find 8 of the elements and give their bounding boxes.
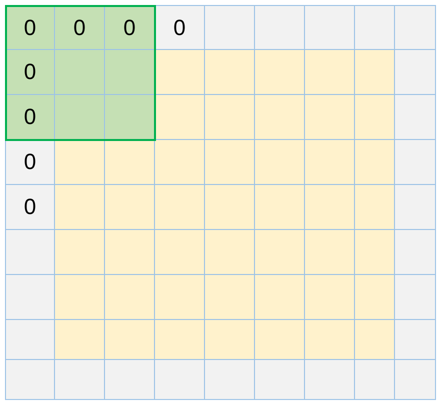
grid-cell: 0 [5,95,55,140]
grid-cell: 0 [5,140,55,185]
grid-cell: 0 [5,50,55,95]
grid-cell: 0 [5,185,55,230]
grid-cell: 0 [155,5,205,50]
grid-cell: 0 [55,5,105,50]
grid-cell: 0 [5,5,55,50]
grid-cell: 0 [105,5,155,50]
